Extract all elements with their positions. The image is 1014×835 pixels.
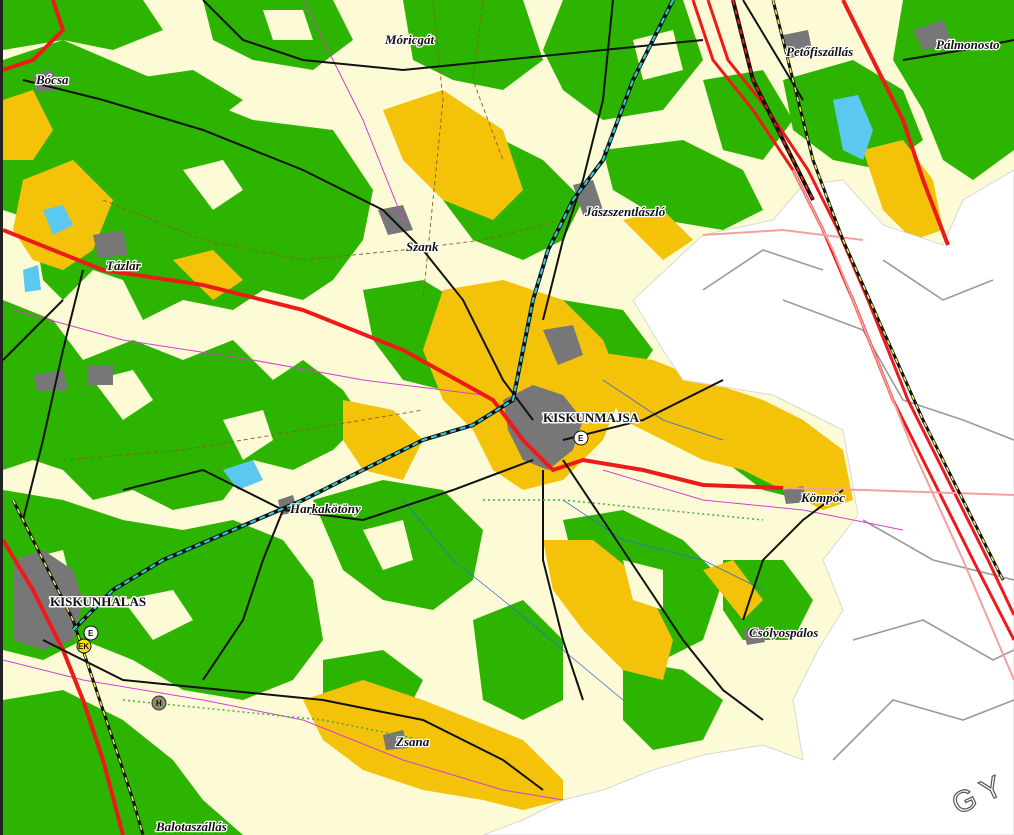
svg-text:H: H [156,699,162,708]
place-label-kiskunmajsa: KISKUNMAJSA [543,410,640,425]
place-label-csolyospalos: Csólyospálos [749,625,818,640]
place-labels: Móricgát Petőfiszállás Pálmonosto Bócsa … [34,31,1002,835]
e-marker-kiskunhalas: E [83,625,99,641]
place-label-balotaszallas: Balotaszállás [155,819,227,834]
admin-boundaries [702,249,1014,761]
svg-text:E: E [88,629,94,638]
place-label-tazlar: Tázlár [106,258,142,273]
place-label-palmonostora: Pálmonosto [936,37,1000,52]
water-bodies [23,95,873,490]
dirt-tracks [62,0,564,461]
place-label-petofiszallas: Petőfiszállás [786,44,853,59]
minor-roads [402,379,764,701]
svg-text:E: E [578,434,584,443]
railways [11,0,1005,835]
ek-marker-kiskunhalas: EK [76,638,92,654]
e-marker-kiskunmajsa: E [573,430,589,446]
map-symbols: E E EK H [76,430,589,711]
place-label-bocsa: Bócsa [35,72,69,87]
expressway-outer [702,169,1014,681]
place-label-moricgat: Móricgát [384,32,435,47]
svg-text:EK: EK [78,642,89,651]
land-use-map[interactable]: Móricgát Petőfiszállás Pálmonosto Bócsa … [3,0,1014,835]
nature-boundary [122,499,764,741]
place-label-zsana: Zsana [395,734,430,749]
power-lines [3,0,904,801]
place-label-kiskunhalas: KISKUNHALAS [50,594,146,609]
place-label-jaszszentlaszlo: Jászszentlászló [584,204,666,219]
gas-pipeline [71,0,675,632]
main-roads [3,0,950,835]
place-label-kompoc: Kömpöc [800,490,845,505]
secondary-roads [3,0,1014,791]
place-label-szank: Szank [406,239,439,254]
place-label-harkakotony: Harkakötöny [289,501,361,516]
h-marker: H [151,695,167,711]
